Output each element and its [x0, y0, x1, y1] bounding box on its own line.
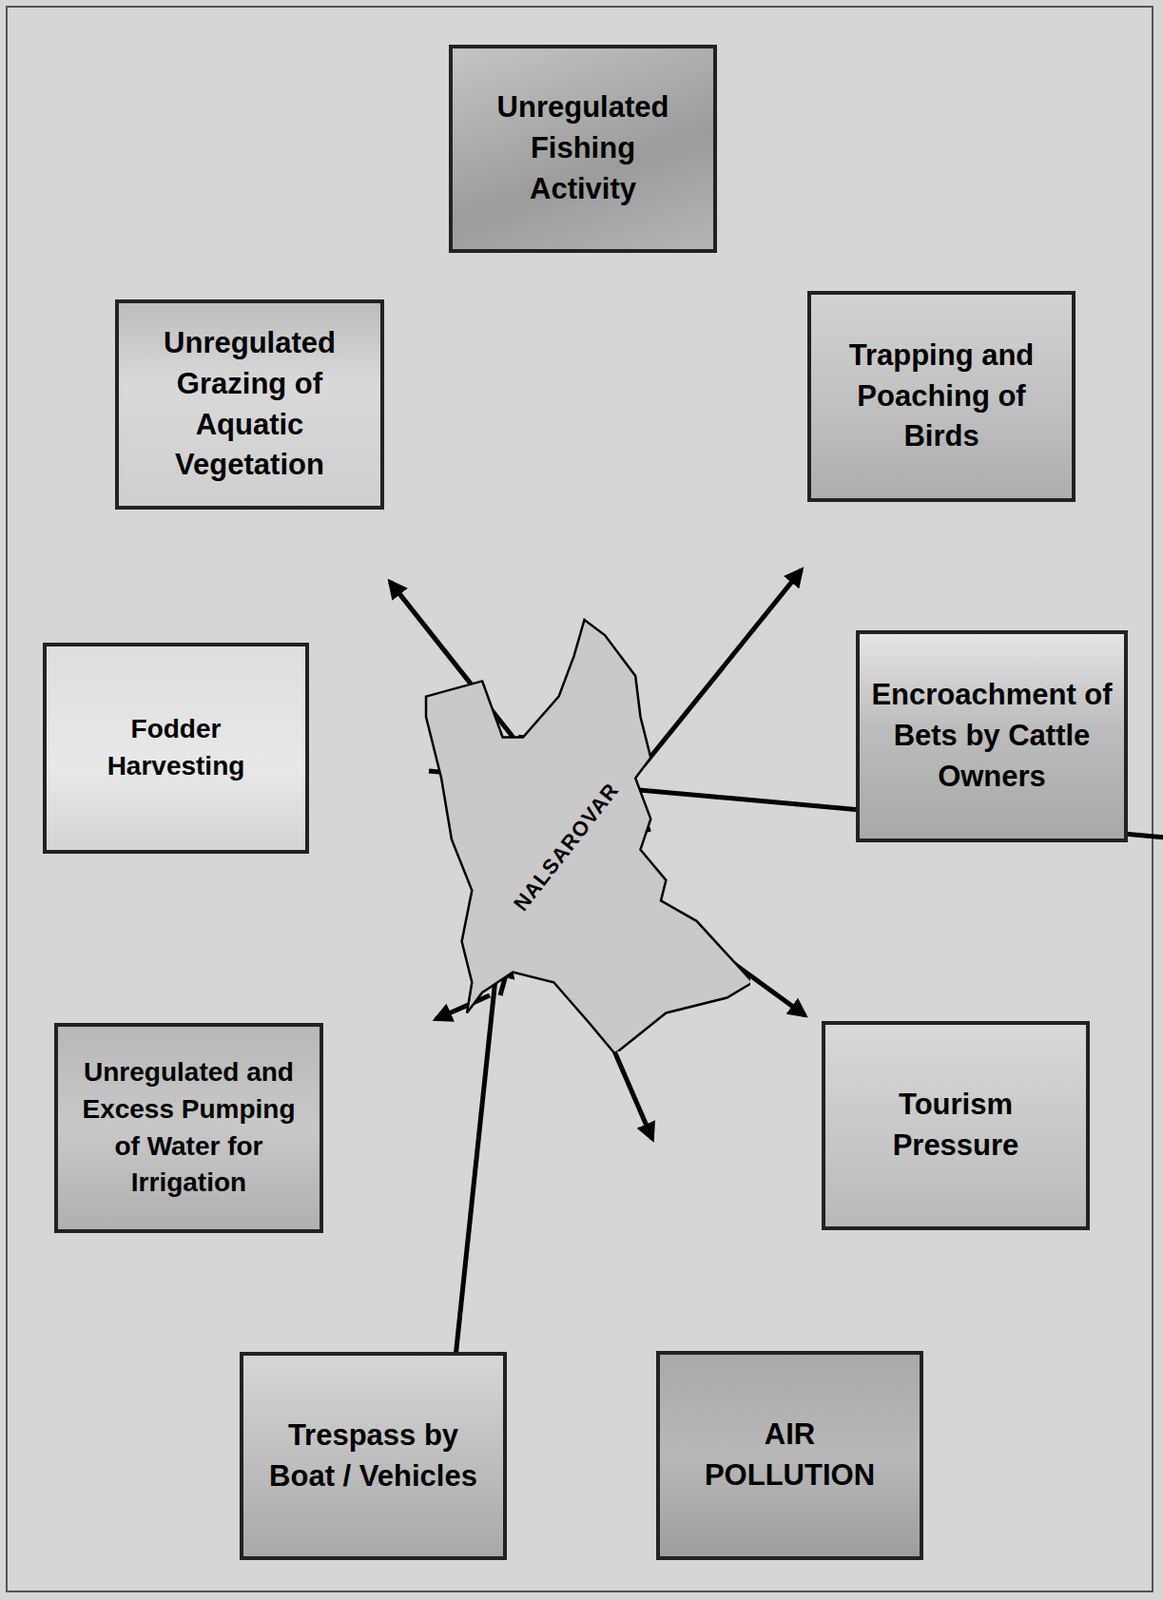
- threat-box: Fodder Harvesting: [42, 642, 310, 854]
- threat-label: Unregulated Grazing of Aquatic Vegetatio…: [142, 323, 357, 486]
- threat-box: Tourism Pressure: [821, 1021, 1090, 1231]
- threat-box: Unregulated Fishing Activity: [448, 44, 718, 253]
- threat-label: Unregulated Fishing Activity: [478, 87, 688, 210]
- threat-arrow: [643, 570, 802, 766]
- threat-box: Unregulated and Excess Pumping of Water …: [54, 1023, 324, 1234]
- threat-arrow: [435, 995, 490, 1020]
- threat-label: Fodder Harvesting: [80, 711, 272, 785]
- threat-box: Trespass by Boat / Vehicles: [239, 1352, 507, 1561]
- threat-label: Tourism Pressure: [874, 1085, 1037, 1167]
- threat-label: AIR POLLUTION: [685, 1414, 895, 1497]
- threat-label: Trespass by Boat / Vehicles: [256, 1415, 490, 1498]
- threat-box: Unregulated Grazing of Aquatic Vegetatio…: [115, 299, 385, 510]
- threat-box: AIR POLLUTION: [656, 1351, 924, 1561]
- threat-label: Unregulated and Excess Pumping of Water …: [67, 1054, 311, 1202]
- threat-label: Encroachment of Bets by Cattle Owners: [868, 675, 1116, 797]
- threat-label: Trapping and Poaching of Birds: [827, 335, 1056, 458]
- threat-box: Encroachment of Bets by Cattle Owners: [855, 630, 1128, 843]
- threat-box: Trapping and Poaching of Birds: [807, 290, 1076, 503]
- lake-map: NALSAROVAR: [424, 618, 751, 1052]
- threat-arrow: [612, 1046, 653, 1140]
